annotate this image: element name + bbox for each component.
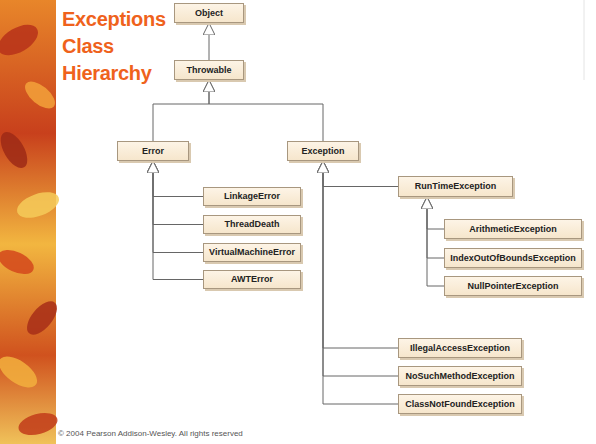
class-box: AWTError bbox=[203, 270, 301, 289]
class-box: Object bbox=[174, 3, 244, 23]
class-name: ClassNotFoundException bbox=[405, 399, 515, 410]
inheritance-connector bbox=[323, 161, 398, 187]
class-box: Throwable bbox=[174, 60, 244, 80]
class-name: IndexOutOfBoundsException bbox=[450, 253, 576, 264]
class-box: Exception bbox=[287, 141, 359, 161]
class-name: NullPointerException bbox=[467, 281, 558, 292]
inheritance-connector bbox=[427, 197, 444, 286]
class-box: IllegalAccessException bbox=[398, 338, 522, 358]
class-name: ThreadDeath bbox=[224, 219, 279, 230]
copyright-note: © 2004 Pearson Addison-Wesley. All right… bbox=[58, 429, 243, 438]
class-box: Error bbox=[117, 141, 189, 161]
inheritance-connector bbox=[427, 197, 444, 258]
class-name: NoSuchMethodException bbox=[405, 371, 514, 382]
inheritance-connector bbox=[323, 161, 398, 348]
class-box: ThreadDeath bbox=[203, 215, 301, 234]
edge-line bbox=[584, 0, 585, 80]
class-box: IndexOutOfBoundsException bbox=[444, 248, 582, 268]
class-name: IllegalAccessException bbox=[410, 343, 510, 354]
inheritance-connector bbox=[209, 23, 210, 60]
class-box: VirtualMachineError bbox=[203, 243, 301, 262]
class-name: AWTError bbox=[231, 274, 273, 285]
class-name: Throwable bbox=[186, 65, 231, 76]
class-box: ArithmeticException bbox=[444, 219, 582, 239]
class-name: RunTimeException bbox=[415, 181, 496, 192]
class-box: LinkageError bbox=[203, 187, 301, 206]
class-name: ArithmeticException bbox=[469, 224, 557, 235]
inheritance-connector bbox=[153, 161, 203, 280]
inheritance-connector bbox=[323, 161, 398, 376]
inheritance-connector bbox=[153, 161, 203, 253]
slide-title: Exceptions Class Hierarchy bbox=[62, 6, 172, 87]
inheritance-connector bbox=[153, 161, 203, 197]
inheritance-connector bbox=[323, 161, 398, 404]
class-name: Object bbox=[195, 8, 223, 19]
class-name: Error bbox=[142, 146, 164, 157]
inheritance-connector bbox=[153, 161, 203, 225]
class-name: LinkageError bbox=[224, 191, 280, 202]
class-name: VirtualMachineError bbox=[209, 247, 295, 258]
inheritance-connector bbox=[209, 80, 323, 141]
class-name: Exception bbox=[301, 146, 344, 157]
class-box: ClassNotFoundException bbox=[398, 394, 522, 414]
class-box: RunTimeException bbox=[398, 176, 513, 197]
leaves bbox=[0, 19, 63, 439]
class-box: NullPointerException bbox=[444, 276, 582, 296]
class-box: NoSuchMethodException bbox=[398, 366, 522, 386]
inheritance-connector bbox=[427, 197, 444, 229]
inheritance-connector bbox=[153, 80, 209, 141]
